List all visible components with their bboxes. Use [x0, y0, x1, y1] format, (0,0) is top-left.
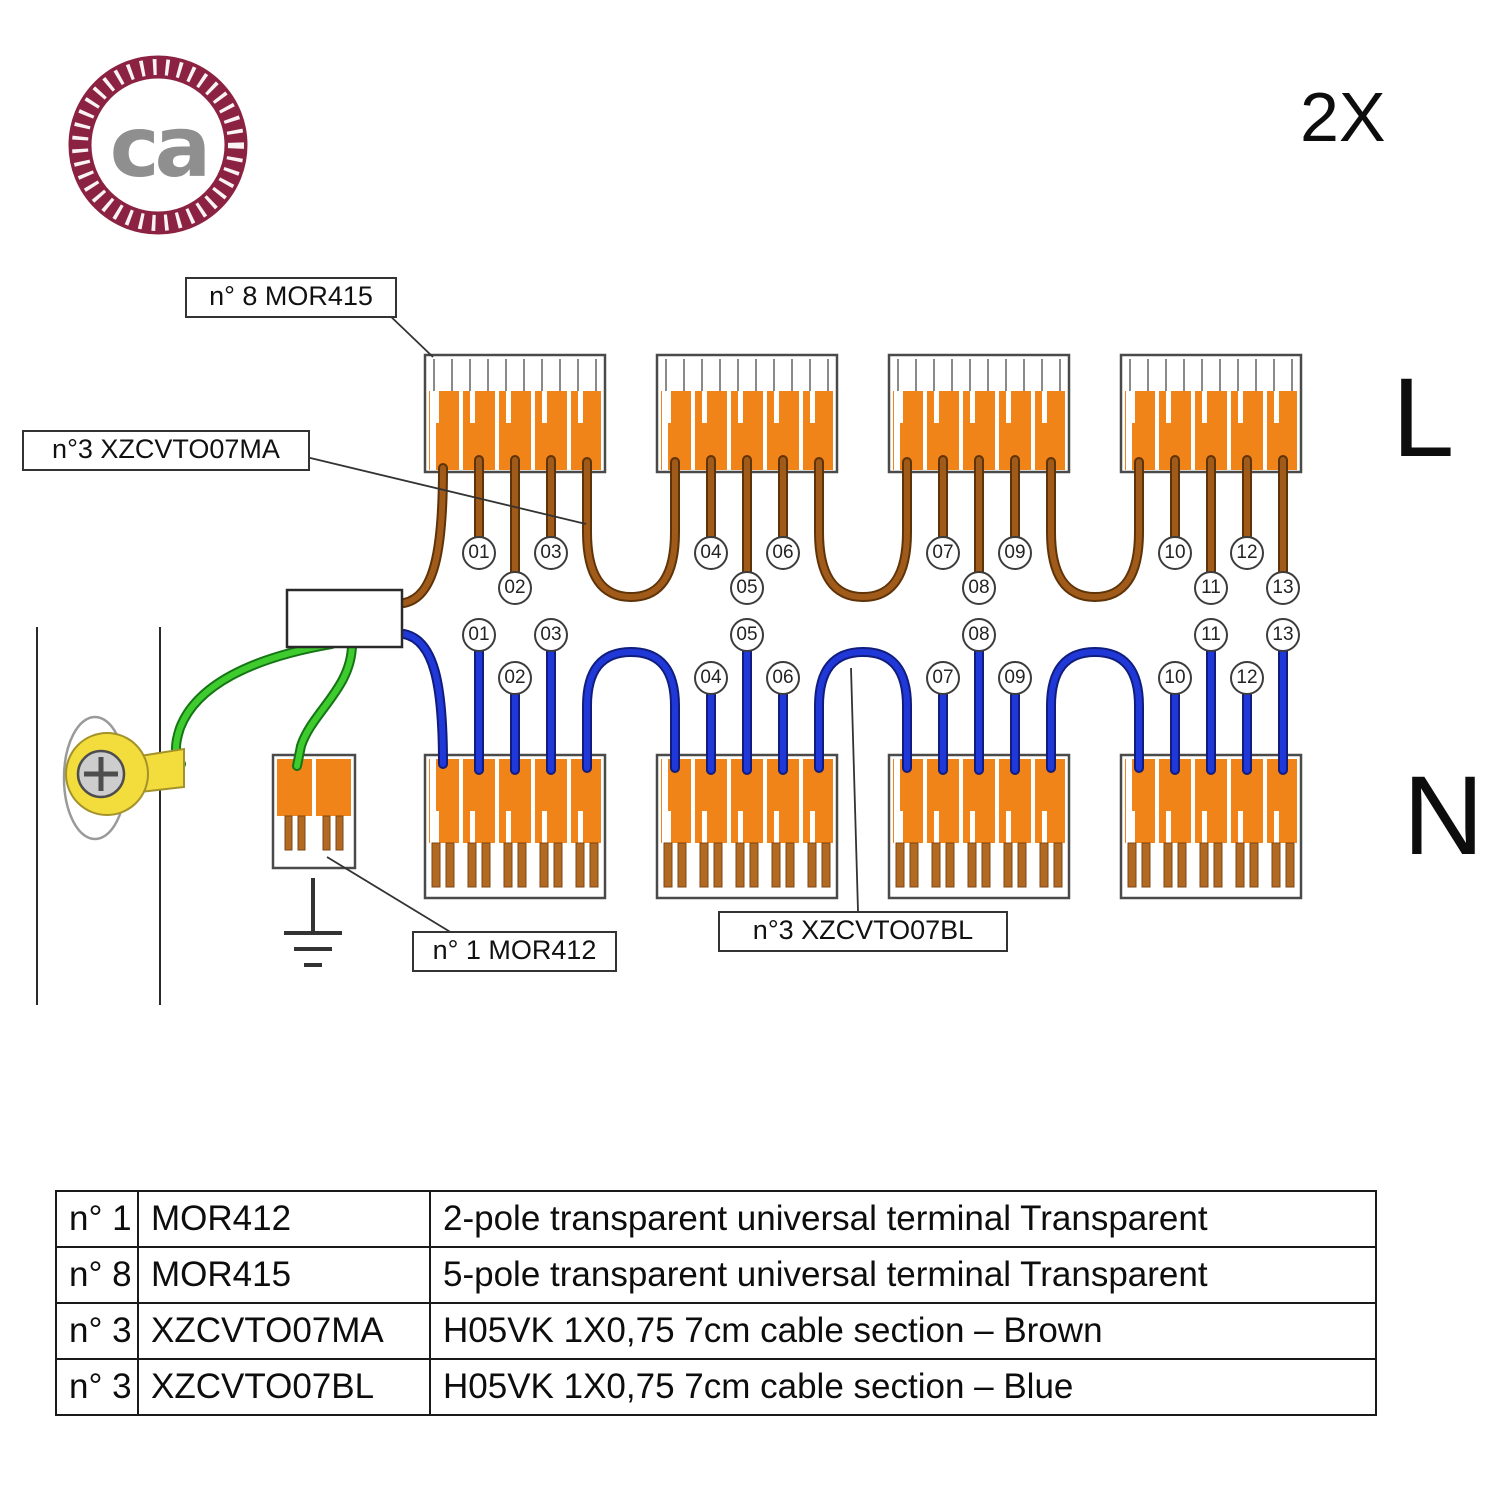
part-qty: n° 3 — [55, 1358, 139, 1416]
neutral-wires-blue — [399, 629, 1288, 775]
part-code: XZCVTO07BL — [137, 1358, 431, 1416]
wire-number-badge: 03 — [534, 536, 568, 570]
neutral-line-label: N — [1403, 753, 1484, 878]
callout-leader-line — [850, 667, 859, 912]
terminal-block-mor415-bottom — [1119, 753, 1303, 900]
callout-leader-line — [384, 310, 434, 358]
part-code: MOR415 — [137, 1246, 431, 1304]
wire-number-badge: 05 — [730, 618, 764, 652]
callout-mor412: n° 1 MOR412 — [412, 931, 617, 972]
wire-number-badge: 07 — [926, 536, 960, 570]
callout-xzcvto07bl: n°3 XZCVTO07BL — [718, 911, 1008, 952]
table-row: n° 3 XZCVTO07BL H05VK 1X0,75 7cm cable s… — [55, 1358, 1377, 1416]
callout-xzcvto07ma: n°3 XZCVTO07MA — [22, 430, 310, 471]
callout-leader-line — [326, 856, 453, 934]
terminal-block-mor412 — [271, 753, 357, 870]
callout-mor415: n° 8 MOR415 — [185, 277, 397, 318]
wire-number-badge: 11 — [1194, 618, 1228, 652]
wire-number-badge: 03 — [534, 618, 568, 652]
terminal-block-mor415-top — [887, 353, 1071, 474]
wire-number-badge: 10 — [1158, 536, 1192, 570]
brand-logo: ca — [58, 45, 258, 245]
part-code: XZCVTO07MA — [137, 1302, 431, 1360]
logo-text: ca — [109, 98, 211, 196]
ground-symbol-icon — [284, 878, 342, 967]
part-description: 2-pole transparent universal terminal Tr… — [429, 1190, 1377, 1248]
quantity-label: 2X — [1300, 78, 1386, 156]
table-row: n° 1 MOR412 2-pole transparent universal… — [55, 1190, 1377, 1248]
wire-number-badge: 05 — [730, 571, 764, 605]
table-row: n° 3 XZCVTO07MA H05VK 1X0,75 7cm cable s… — [55, 1302, 1377, 1360]
terminal-block-mor415-top — [655, 353, 839, 474]
part-description: H05VK 1X0,75 7cm cable section – Brown — [429, 1302, 1377, 1360]
logo-rope-ring-icon — [68, 55, 248, 235]
wire-number-badge: 08 — [962, 618, 996, 652]
part-description: H05VK 1X0,75 7cm cable section – Blue — [429, 1358, 1377, 1416]
part-description: 5-pole transparent universal terminal Tr… — [429, 1246, 1377, 1304]
live-wires-brown — [399, 455, 1288, 608]
parts-table: n° 1 MOR412 2-pole transparent universal… — [55, 1190, 1377, 1416]
wire-number-badge: 11 — [1194, 571, 1228, 605]
part-qty: n° 1 — [55, 1190, 139, 1248]
part-qty: n° 8 — [55, 1246, 139, 1304]
wire-number-badge: 01 — [462, 618, 496, 652]
terminal-block-mor415-bottom — [655, 753, 839, 900]
callout-leader-line — [301, 455, 587, 525]
wire-number-badge: 09 — [998, 661, 1032, 695]
wire-number-badge: 01 — [462, 536, 496, 570]
wire-number-badge: 13 — [1266, 571, 1300, 605]
live-line-label: L — [1392, 355, 1455, 480]
part-code: MOR412 — [137, 1190, 431, 1248]
terminal-block-mor415-top — [423, 353, 607, 474]
part-qty: n° 3 — [55, 1302, 139, 1360]
terminal-block-mor415-bottom — [887, 753, 1071, 900]
wire-number-badge: 04 — [694, 661, 728, 695]
wire-number-badge: 02 — [498, 571, 532, 605]
wire-number-badge: 09 — [998, 536, 1032, 570]
wire-number-badge: 04 — [694, 536, 728, 570]
terminal-block-mor415-bottom — [423, 753, 607, 900]
wire-number-badge: 12 — [1230, 661, 1264, 695]
wire-number-badge: 06 — [766, 536, 800, 570]
wire-number-badge: 07 — [926, 661, 960, 695]
table-row: n° 8 MOR415 5-pole transparent universal… — [55, 1246, 1377, 1304]
wire-number-badge: 12 — [1230, 536, 1264, 570]
wire-number-badge: 10 — [1158, 661, 1192, 695]
ground-wires — [171, 639, 357, 771]
wire-number-badge: 13 — [1266, 618, 1300, 652]
wire-number-badge: 08 — [962, 571, 996, 605]
terminal-block-mor415-top — [1119, 353, 1303, 474]
wire-number-badge: 02 — [498, 661, 532, 695]
power-inlet-box — [285, 588, 404, 649]
wire-number-badge: 06 — [766, 661, 800, 695]
